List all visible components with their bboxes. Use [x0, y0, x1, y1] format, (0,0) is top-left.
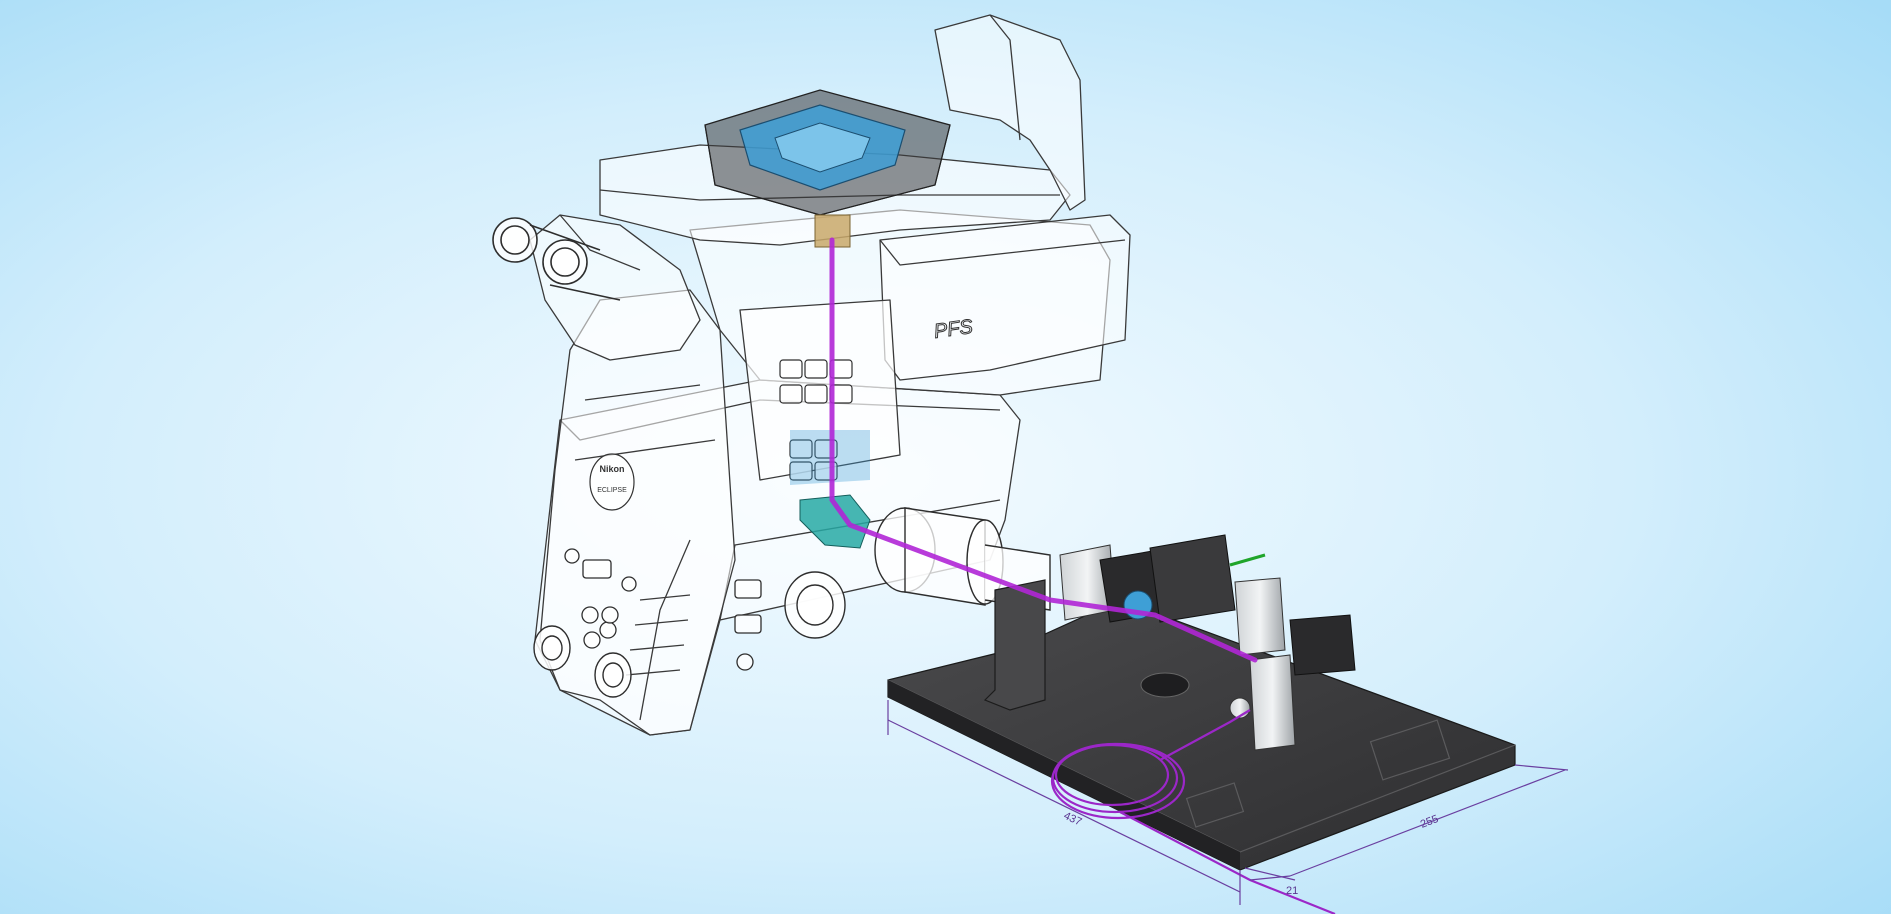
dimension-height: 21 [1286, 885, 1298, 897]
stage-incubator [704, 89, 951, 216]
green-probe [1229, 553, 1266, 567]
microscope-body [529, 14, 1131, 736]
eyepiece-icon [492, 217, 621, 301]
optical-mounts [983, 534, 1356, 751]
brand-logo: Nikon ECLIPSE [589, 453, 635, 511]
dimension-lines [887, 700, 1569, 905]
brand-logo-text: Nikon [599, 464, 624, 474]
front-controls [564, 548, 762, 671]
model-logo-text: ECLIPSE [597, 487, 627, 494]
dichroic-filter [799, 494, 871, 549]
focus-knob-icon [533, 571, 846, 698]
light-beam [829, 237, 1258, 663]
